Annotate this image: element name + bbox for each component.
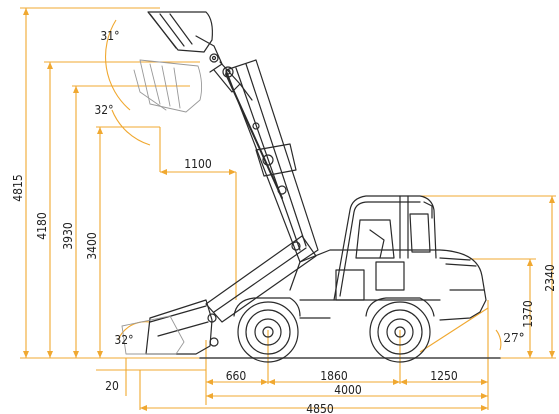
hood-height-label: 1370 (521, 300, 535, 328)
dimension-arrows (23, 8, 555, 411)
rear-wheel (365, 297, 435, 363)
raised-bucket-ghost (133, 59, 203, 113)
cab (333, 195, 437, 301)
dump-height-label: 3930 (61, 222, 75, 250)
pin-height-label: 4180 (35, 212, 49, 240)
departure-angle: 27° (503, 331, 524, 345)
front-overhang-label: 660 (226, 369, 247, 383)
length-label: 4000 (334, 383, 362, 397)
loader-machine (121, 11, 501, 363)
overall-height-label: 4815 (11, 174, 25, 201)
dimension-lines (20, 7, 556, 410)
wheelbase-label: 1860 (320, 369, 348, 383)
chassis (289, 249, 487, 321)
lowered-bucket-ghost (121, 315, 185, 355)
cab-height-label: 2340 (543, 264, 557, 292)
overall-length-label: 4850 (306, 402, 334, 414)
dimension-labels: 4815 4180 3930 3400 2340 1370 20 1100 66… (11, 29, 557, 414)
reach-label: 1100 (184, 157, 212, 171)
raised-bucket (147, 11, 223, 73)
dump-angle: 32° (94, 103, 113, 117)
rollback-top-angle: 31° (100, 29, 119, 43)
dig-depth-label: 20 (105, 379, 119, 393)
lowered-bucket (145, 299, 219, 355)
rear-overhang-label: 1250 (430, 369, 458, 383)
front-wheel (233, 297, 301, 363)
rollback-ground-angle: 32° (114, 333, 133, 347)
dump-clearance-label: 3400 (85, 232, 99, 260)
